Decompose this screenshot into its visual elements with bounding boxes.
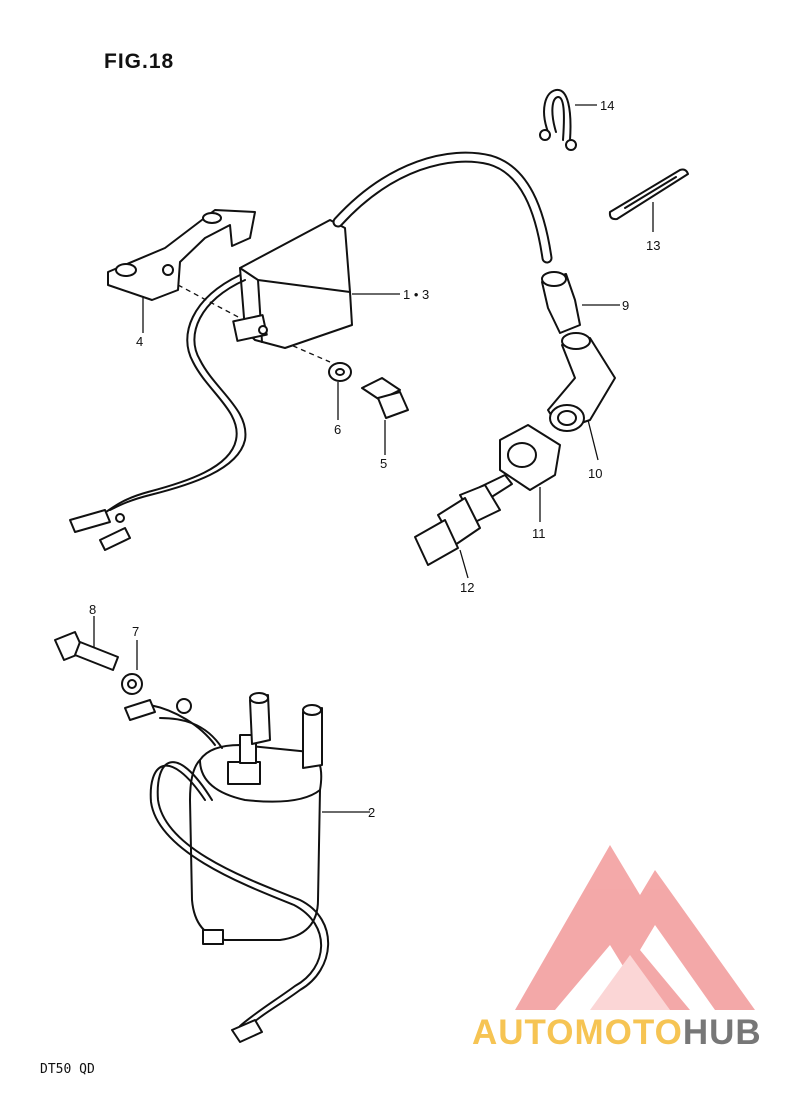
callout-8: 8	[89, 602, 96, 617]
bolt-5	[361, 377, 409, 455]
wire-strap-13	[608, 168, 689, 232]
bracket-4	[107, 209, 256, 333]
callout-12: 12	[460, 580, 474, 595]
callout-10: 10	[588, 466, 602, 481]
watermark-text: AUTOMOTOHUB	[472, 1013, 762, 1053]
callout-11: 11	[532, 526, 546, 541]
spark-plug-cap-10	[547, 332, 616, 461]
callout-4: 4	[136, 334, 143, 349]
callout-2: 2	[368, 805, 375, 820]
figure-title: FIG.18	[104, 50, 175, 73]
callout-5: 5	[380, 456, 387, 471]
callout-1-3: 1 • 3	[403, 287, 429, 302]
callout-14: 14	[600, 98, 614, 113]
model-code: DT50 QD	[40, 1062, 95, 1077]
spacer-11	[499, 424, 561, 522]
ignition-coil-1-3	[232, 219, 400, 349]
spark-plug-12	[414, 474, 513, 579]
washer-7	[121, 640, 143, 695]
coil-wire-harness	[69, 274, 247, 551]
bolt-8	[54, 616, 119, 671]
callout-13: 13	[646, 238, 660, 253]
cdi-wire-harness	[124, 698, 330, 1043]
watermark-text-part1: AUTOMOTO	[472, 1013, 683, 1052]
watermark-text-part2: HUB	[682, 1013, 762, 1052]
washer-6	[328, 362, 352, 420]
plug-cap-boot-9	[541, 271, 620, 334]
wire-clip-14	[539, 88, 597, 151]
cdi-unit-2	[189, 692, 370, 945]
watermark-logo-icon	[515, 845, 755, 1010]
callout-9: 9	[622, 298, 629, 313]
callout-7: 7	[132, 624, 139, 639]
callout-6: 6	[334, 422, 341, 437]
